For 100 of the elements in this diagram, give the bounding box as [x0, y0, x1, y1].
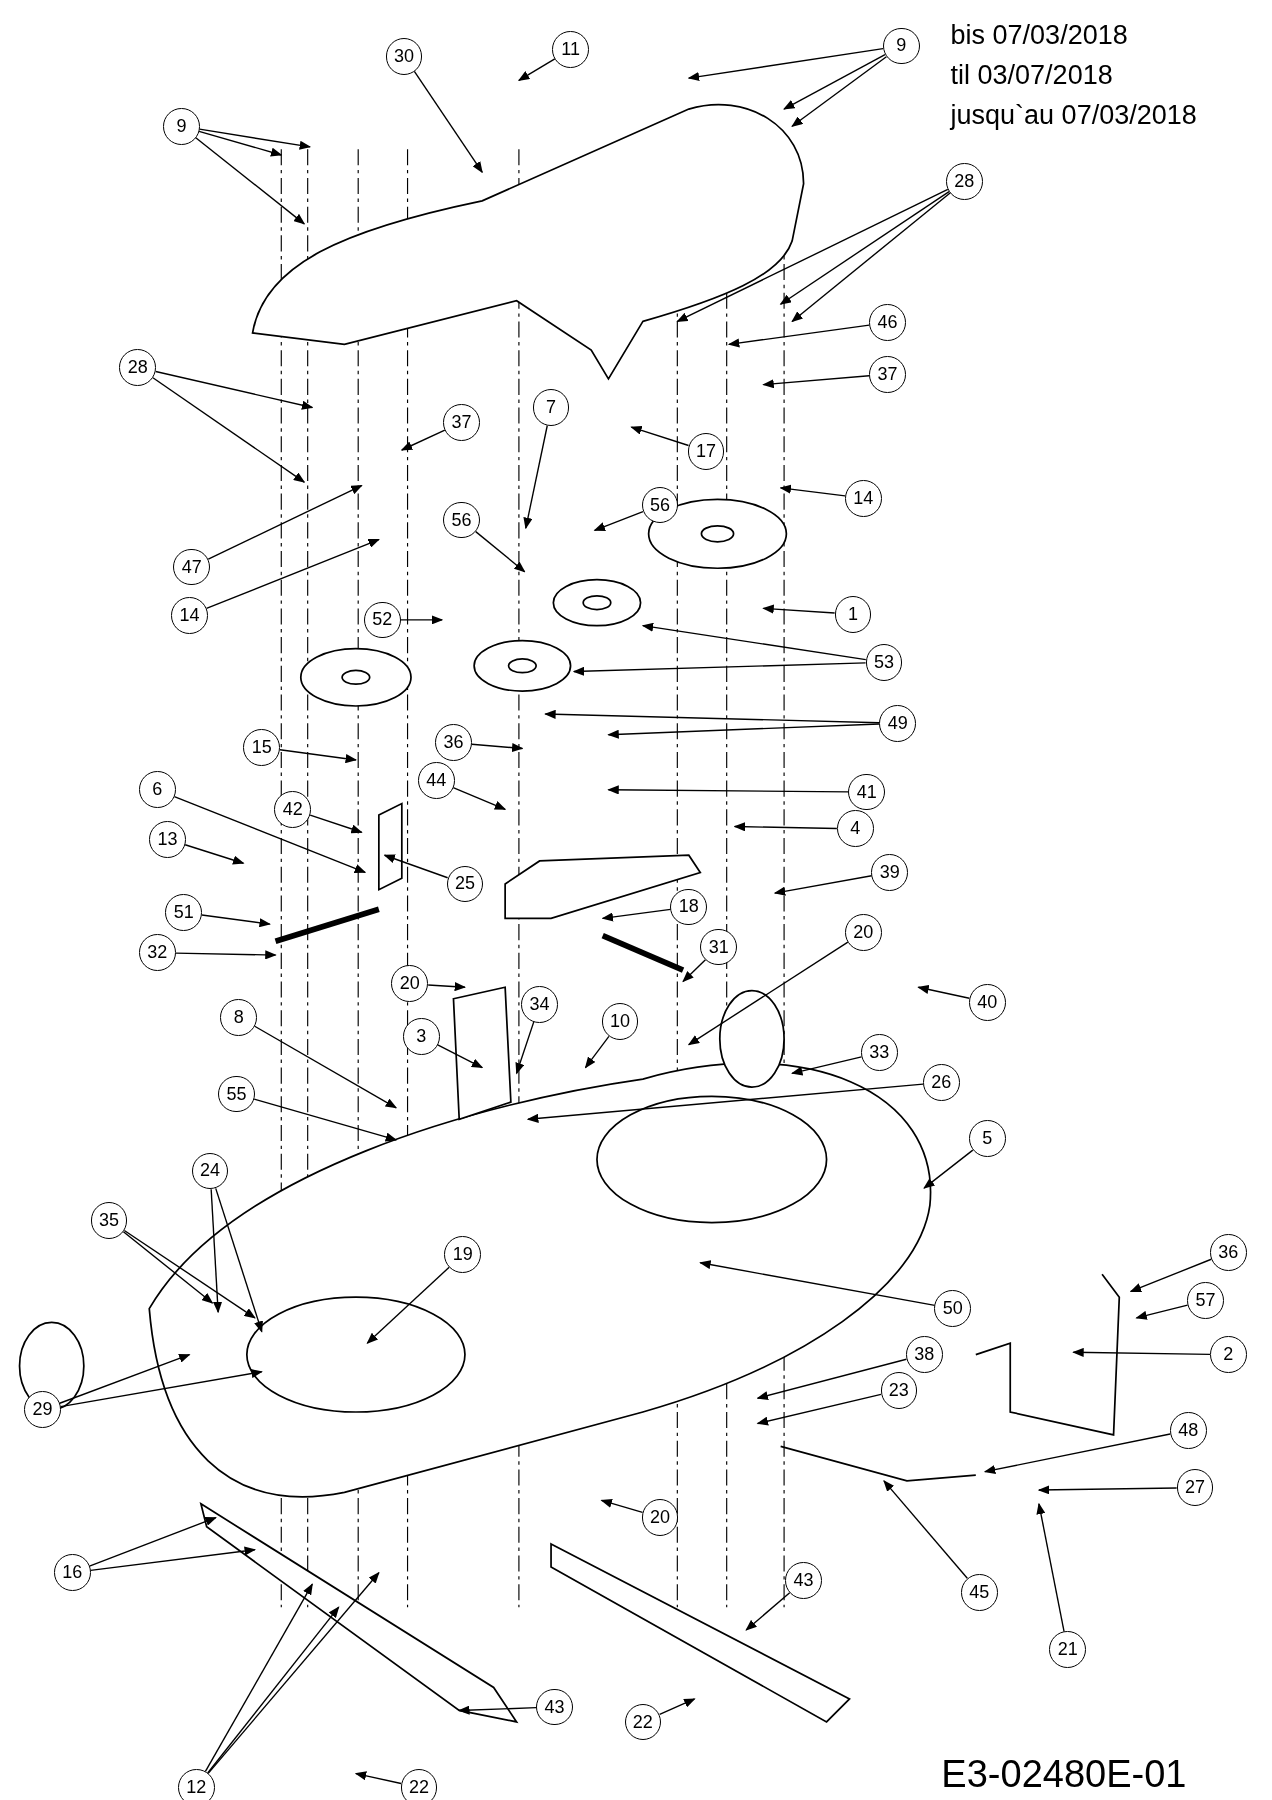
callout-number: 30 — [385, 37, 423, 75]
leader-line — [59, 1369, 263, 1408]
callout-number: 43 — [536, 1688, 573, 1726]
leader-line — [201, 914, 271, 928]
leader-line — [88, 1516, 217, 1567]
callout-number: 31 — [700, 928, 737, 966]
leader-line — [174, 950, 277, 960]
leader-line — [791, 56, 888, 127]
callout-number: 2 — [1210, 1336, 1247, 1373]
leader-line — [779, 484, 846, 497]
leader-line — [309, 814, 363, 834]
leader-line — [917, 984, 970, 999]
leader-line — [630, 425, 690, 447]
leader-line — [383, 854, 449, 879]
leader-line — [526, 1083, 924, 1123]
leader-line — [601, 908, 672, 922]
leader-line — [184, 844, 245, 865]
callout-number: 24 — [191, 1152, 229, 1190]
leader-line — [572, 662, 867, 676]
callout-number: 32 — [138, 934, 176, 972]
callout-number: 25 — [446, 865, 484, 903]
leader-line — [152, 377, 306, 483]
leader-line — [687, 48, 884, 82]
callout-number: 50 — [934, 1290, 972, 1328]
leader-line — [983, 1433, 1171, 1475]
callout-number: 38 — [905, 1336, 943, 1373]
drawing-number: E3-02480E-01 — [941, 1754, 1187, 1796]
leader-line — [279, 749, 358, 764]
callout-number: 51 — [165, 894, 203, 932]
callout-number: 47 — [173, 548, 211, 586]
leader-line — [607, 785, 850, 795]
callout-number: 52 — [363, 601, 401, 639]
leader-line — [699, 1260, 936, 1307]
leader-line — [155, 370, 314, 410]
callout-number: 22 — [400, 1769, 438, 1800]
leader-line — [779, 190, 950, 305]
leader-line — [762, 375, 870, 389]
leader-line — [1135, 1304, 1189, 1320]
callout-number: 45 — [960, 1573, 998, 1611]
callout-number: 42 — [274, 790, 312, 828]
callout-number: 40 — [968, 983, 1006, 1021]
leader-line — [400, 615, 444, 625]
callout-number: 48 — [1169, 1412, 1207, 1449]
callout-number: 44 — [417, 762, 455, 799]
callout-number: 53 — [865, 644, 903, 681]
leader-line — [207, 484, 363, 560]
leader-line — [1129, 1258, 1212, 1293]
callout-number: 6 — [138, 771, 176, 809]
callout-number: 34 — [521, 986, 558, 1023]
leader-line — [544, 709, 881, 724]
leader-line — [773, 875, 873, 896]
callout-number: 11 — [552, 31, 589, 68]
leader-line — [607, 723, 881, 739]
callout-number: 22 — [624, 1703, 662, 1741]
callout-number: 3 — [402, 1018, 440, 1055]
callout-number: 23 — [880, 1371, 918, 1409]
leader-line — [756, 1358, 908, 1401]
leader-line — [207, 1606, 340, 1774]
leader-line — [207, 1571, 380, 1775]
leader-line — [727, 324, 870, 348]
leader-line — [400, 429, 446, 451]
leader-line — [523, 424, 548, 530]
callout-number: 20 — [641, 1499, 679, 1537]
leader-line — [471, 743, 524, 753]
leader-line — [687, 941, 849, 1046]
leader-line — [254, 1025, 398, 1109]
leader-line — [1036, 1502, 1065, 1633]
leader-line — [658, 1698, 696, 1716]
callout-number: 16 — [53, 1554, 91, 1592]
leader-line — [1037, 1485, 1178, 1495]
callout-number: 20 — [844, 913, 882, 951]
leader-line — [584, 1035, 610, 1069]
callout-number: 28 — [119, 349, 157, 386]
leader-line — [173, 795, 367, 874]
callout-number: 39 — [871, 854, 909, 891]
callout-number: 26 — [923, 1064, 960, 1101]
callout-number: 29 — [24, 1391, 61, 1429]
date-note: bis 07/03/2018 — [950, 20, 1128, 51]
leader-line — [475, 530, 526, 573]
leader-line — [783, 53, 886, 110]
callout-number: 46 — [869, 304, 906, 341]
leader-line — [791, 1056, 863, 1076]
leader-line — [253, 1098, 398, 1142]
leader-line — [641, 622, 867, 661]
callout-number: 57 — [1187, 1282, 1224, 1320]
callout-number: 36 — [1210, 1234, 1247, 1271]
callout-number: 35 — [90, 1201, 128, 1239]
leader-line — [762, 604, 836, 614]
callout-number: 14 — [844, 479, 882, 517]
leader-line — [210, 1188, 223, 1314]
leader-line — [413, 70, 483, 174]
leader-line — [204, 1583, 313, 1773]
leader-line — [1072, 1347, 1211, 1358]
callout-number: 37 — [443, 404, 480, 441]
callout-number: 33 — [861, 1034, 898, 1072]
callout-number: 5 — [968, 1120, 1006, 1158]
leader-line — [883, 1480, 968, 1579]
leader-line — [517, 58, 556, 82]
callout-number: 56 — [443, 501, 480, 539]
leader-line — [682, 959, 707, 983]
